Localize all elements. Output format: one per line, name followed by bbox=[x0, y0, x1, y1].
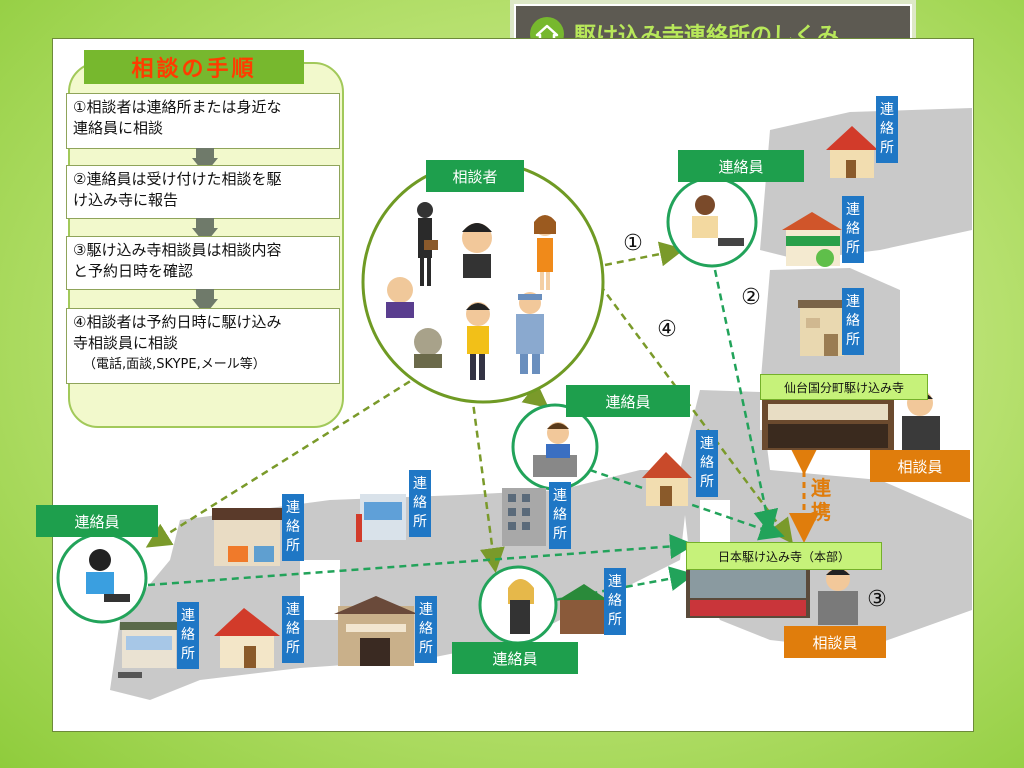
liaison-label-bottom: 連絡員 bbox=[452, 642, 578, 674]
shop-icon bbox=[334, 596, 418, 666]
sendai-temple-label: 仙台国分町駆け込み寺 bbox=[760, 374, 928, 400]
steps-header: 相談の手順 bbox=[84, 50, 304, 84]
down-arrow-icon bbox=[192, 289, 218, 315]
step-number-2: ② bbox=[741, 284, 761, 310]
house-icon bbox=[214, 608, 280, 668]
step-number-3: ③ bbox=[867, 586, 887, 612]
office-label: 連絡所 bbox=[696, 430, 718, 497]
building-icon bbox=[502, 488, 546, 546]
house-icon bbox=[642, 452, 692, 506]
house-icon bbox=[826, 126, 878, 178]
down-arrow-icon bbox=[192, 218, 218, 244]
step-number-4: ④ bbox=[657, 316, 677, 342]
person-icon bbox=[386, 277, 414, 318]
person-icon bbox=[417, 202, 438, 286]
phone-icon bbox=[692, 195, 744, 246]
person-icon bbox=[414, 328, 442, 368]
olive-arrows bbox=[145, 241, 793, 573]
liaison-label-top: 連絡員 bbox=[678, 150, 804, 182]
step-number-1: ① bbox=[623, 230, 643, 256]
office-label: 連絡所 bbox=[549, 482, 571, 549]
renkei-label: 連携 bbox=[811, 476, 831, 524]
hq-temple-label: 日本駆け込み寺（本部） bbox=[686, 542, 882, 570]
shop-icon bbox=[782, 212, 842, 267]
person-icon bbox=[508, 579, 534, 634]
liaison-label-left: 連絡員 bbox=[36, 505, 158, 537]
office-label: 連絡所 bbox=[842, 196, 864, 263]
shop-icon bbox=[212, 508, 282, 566]
step-2: ②連絡員は受け付けた相談を駆 け込み寺に報告 bbox=[66, 165, 340, 219]
office-label: 連絡所 bbox=[282, 596, 304, 663]
office-label: 連絡所 bbox=[409, 470, 431, 537]
consultee-label: 相談者 bbox=[426, 160, 524, 192]
person-icon bbox=[466, 302, 490, 380]
liaison-label-mid: 連絡員 bbox=[566, 385, 690, 417]
building-icon bbox=[686, 566, 810, 618]
down-arrow-icon bbox=[192, 148, 218, 174]
shop-icon bbox=[118, 622, 178, 678]
step-1: ①相談者は連絡所または身近な 連絡員に相談 bbox=[66, 93, 340, 149]
office-label: 連絡所 bbox=[604, 568, 626, 635]
counselor-label-sendai: 相談員 bbox=[870, 450, 970, 482]
person-icon bbox=[516, 292, 544, 374]
person-icon bbox=[534, 215, 556, 290]
person-icon bbox=[462, 223, 492, 278]
person-icon bbox=[533, 422, 577, 477]
office-label: 連絡所 bbox=[415, 596, 437, 663]
counselor-label-hq: 相談員 bbox=[784, 626, 886, 658]
office-label: 連絡所 bbox=[876, 96, 898, 163]
shop-icon bbox=[798, 300, 846, 356]
office-label: 連絡所 bbox=[282, 494, 304, 561]
building-icon bbox=[762, 398, 894, 450]
title-box: 駆け込み寺連絡所のしくみ bbox=[510, 0, 916, 74]
person-icon bbox=[818, 567, 858, 625]
step-4: ④相談者は予約日時に駆け込み 寺相談員に相談 （電話,面談,SKYPE,メール等… bbox=[66, 308, 340, 384]
step-3: ③駆け込み寺相談員は相談内容 と予約日時を確認 bbox=[66, 236, 340, 290]
office-label: 連絡所 bbox=[842, 288, 864, 355]
shop-icon bbox=[356, 494, 406, 542]
shop-icon bbox=[558, 584, 608, 634]
phone-icon bbox=[86, 549, 130, 602]
office-label: 連絡所 bbox=[177, 602, 199, 669]
